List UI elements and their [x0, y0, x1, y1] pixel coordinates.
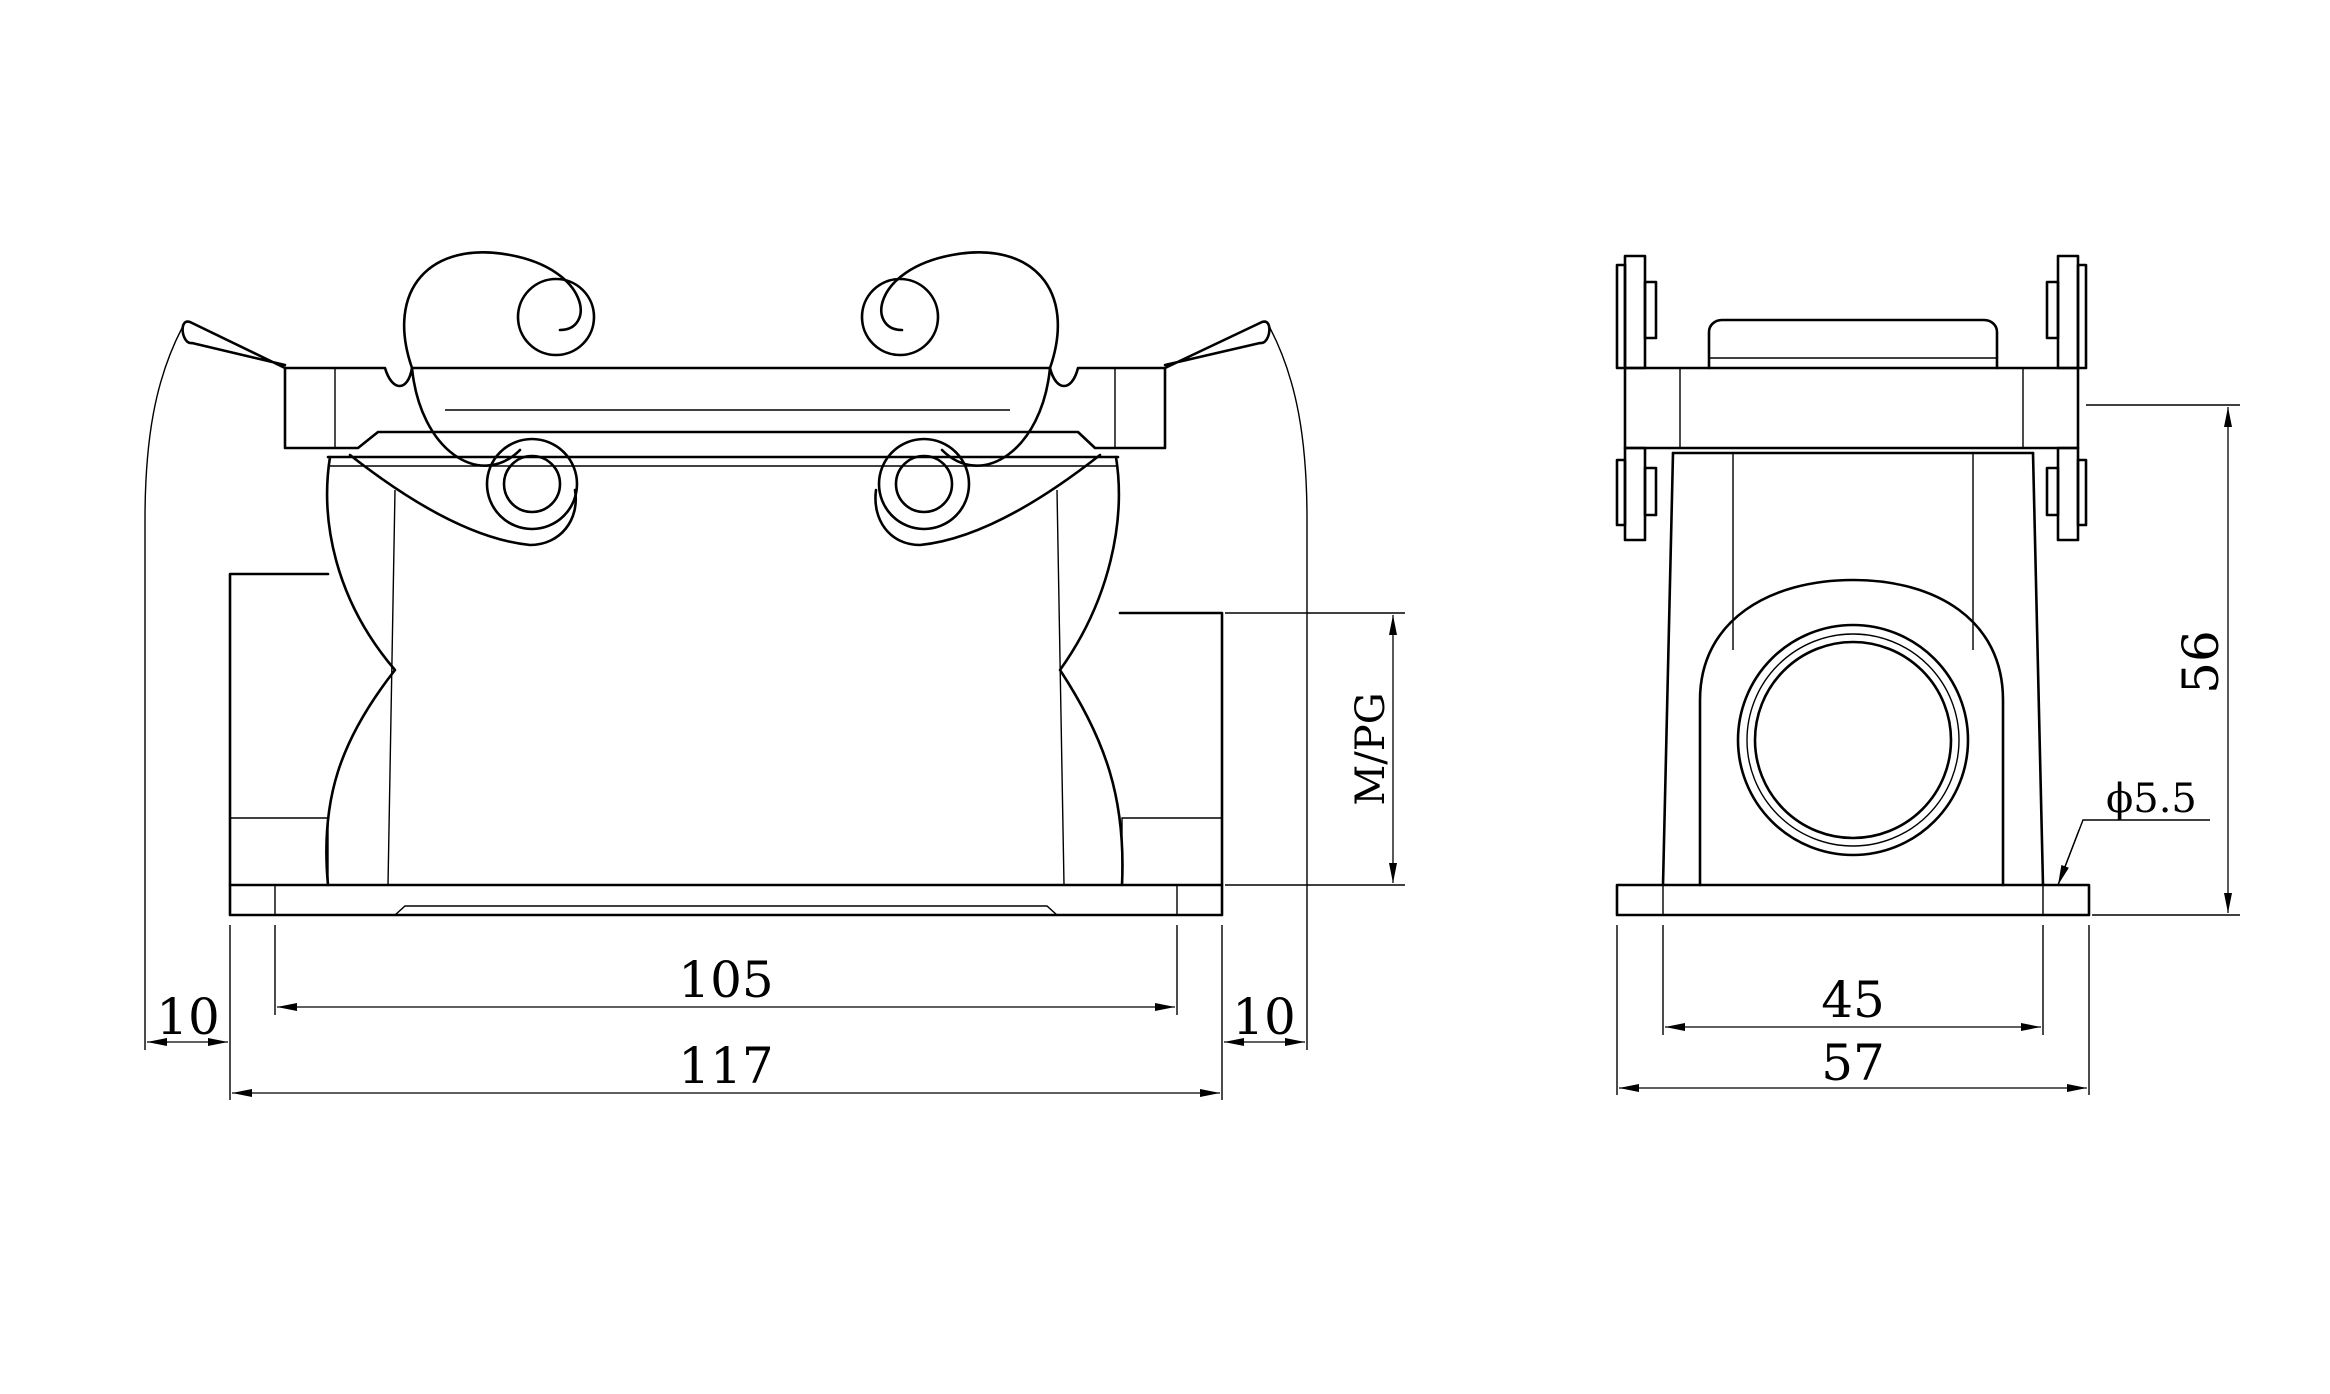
- side-dim-57-label: 57: [1821, 1034, 1885, 1092]
- front-dim-mpg-label: M/PG: [1348, 692, 1394, 805]
- front-locking-lever-left: [181, 251, 596, 547]
- side-view: 57 45 56 ϕ5.5: [1615, 254, 2240, 1095]
- front-locking-bar: [283, 366, 1167, 450]
- front-extension-lines: [144, 327, 1405, 1100]
- side-housing-body: [1661, 451, 2045, 887]
- side-extension-lines: [1616, 404, 2240, 1095]
- front-cable-entry-left: [228, 572, 330, 887]
- side-dim-hole-leader: [2057, 829, 2080, 886]
- front-cable-entry-right: [1118, 611, 1224, 887]
- front-locking-lever-right: [860, 251, 1271, 547]
- side-dim-hole-label: ϕ5.5: [2106, 776, 2197, 822]
- front-dim-10-right-label: 10: [1232, 988, 1296, 1046]
- front-view: 117 105 10 10 M/PG: [144, 251, 1405, 1100]
- front-housing-body: [325, 455, 1124, 887]
- front-dim-10-left-label: 10: [156, 988, 220, 1046]
- side-base-plate: [1615, 883, 2091, 917]
- front-base-plate: [228, 883, 1224, 917]
- front-dim-117-label: 117: [678, 1037, 773, 1095]
- front-dim-105-label: 105: [678, 951, 773, 1009]
- side-cable-entry: [1736, 623, 1970, 857]
- side-dim-45-label: 45: [1821, 971, 1885, 1029]
- side-dim-56-label: 56: [2172, 630, 2230, 694]
- side-top-cover: [1623, 318, 2080, 450]
- side-locking-pins: [1615, 254, 2088, 542]
